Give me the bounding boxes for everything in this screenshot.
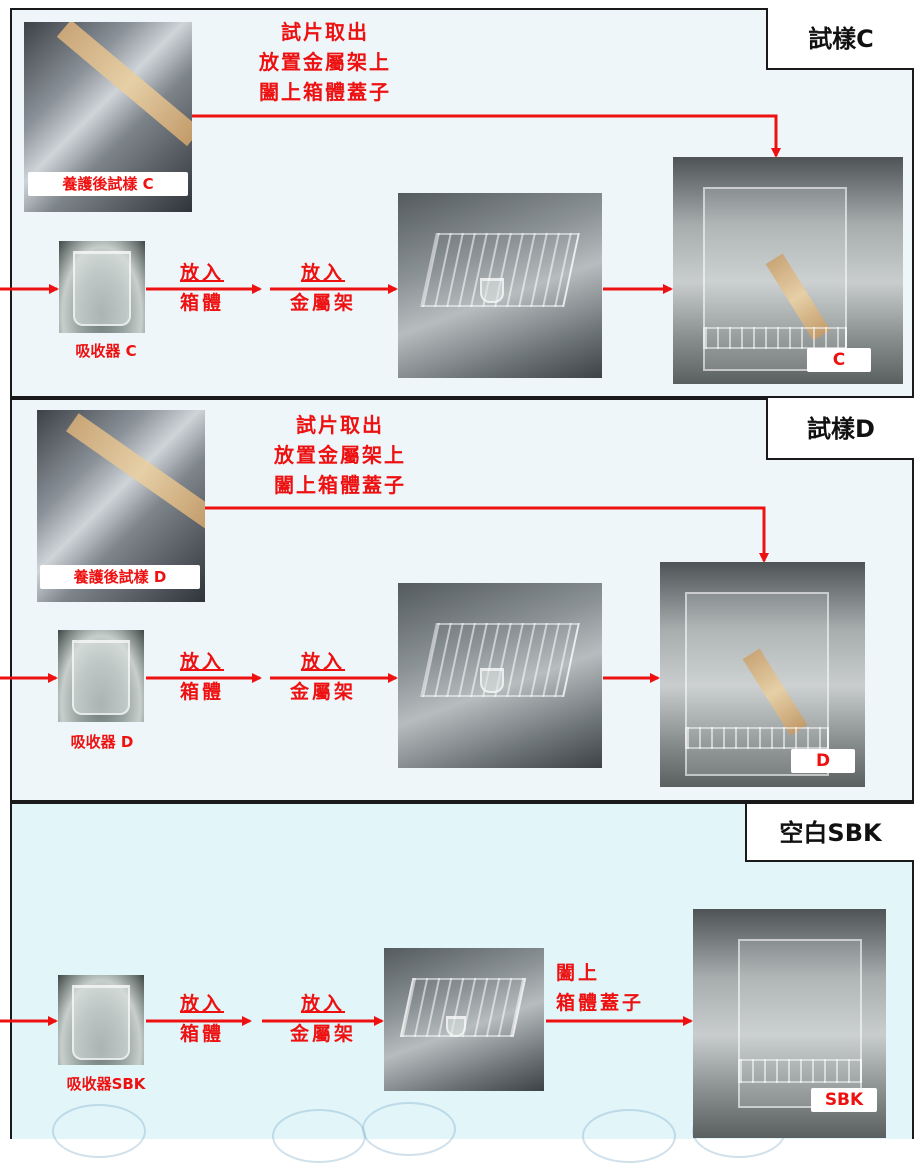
step-object: 金屬架 — [289, 292, 356, 314]
step-object: 箱體 — [179, 292, 224, 314]
cup-shape — [480, 668, 504, 693]
caption-absorber-d: 吸收器 D — [70, 733, 134, 751]
step-put-on-rack-c: 放入 金屬架 — [268, 258, 378, 318]
step-object: 金屬架 — [289, 681, 356, 703]
cup-shape — [72, 640, 130, 715]
panel-title-d: 試樣D — [766, 398, 914, 460]
cup-shape — [480, 278, 504, 303]
panel-title-sbk: 空白SBK — [745, 804, 914, 862]
panel-title-c: 試樣C — [766, 8, 914, 70]
result-tag-d: D — [791, 749, 855, 773]
result-tag-c: C — [807, 348, 871, 372]
step-object: 金屬架 — [289, 1023, 356, 1045]
instruction-line: 試片取出 — [281, 20, 369, 44]
step-close-lid-sbk: 闔上 箱體蓋子 — [556, 958, 676, 1018]
caption-absorber-sbk: 吸收器SBK — [66, 1075, 146, 1093]
cup-shape — [446, 1016, 466, 1037]
step-put-in-box-c: 放入 箱體 — [152, 258, 252, 318]
step-verb: 放入 — [300, 993, 345, 1015]
photo-absorber-c — [59, 241, 145, 333]
caption-absorber-c: 吸收器 C — [75, 342, 137, 360]
cup-shape — [73, 251, 131, 326]
photo-closed-box-d — [660, 562, 865, 787]
instruction-line: 闔上箱體蓋子 — [274, 473, 406, 497]
arrow-sample-to-box-d — [205, 506, 769, 563]
step-verb: 放入 — [179, 262, 224, 284]
step-object: 箱體蓋子 — [556, 992, 645, 1014]
step-put-in-box-sbk: 放入 箱體 — [152, 989, 252, 1049]
instruction-line: 試片取出 — [296, 413, 384, 437]
step-object: 箱體 — [179, 681, 224, 703]
step-verb: 放入 — [300, 262, 345, 284]
photo-metal-rack-box-d — [398, 583, 602, 768]
step-put-on-rack-sbk: 放入 金屬架 — [268, 989, 378, 1049]
instruction-line: 放置金屬架上 — [274, 443, 406, 467]
step-put-on-rack-d: 放入 金屬架 — [268, 647, 378, 707]
cup-shape — [72, 985, 130, 1060]
metal-rack-grid — [738, 1059, 862, 1083]
step-verb: 放入 — [179, 651, 224, 673]
result-tag-sbk: SBK — [811, 1088, 877, 1112]
photo-metal-rack-box-sbk — [384, 948, 544, 1091]
photo-closed-box-sbk — [693, 909, 886, 1138]
photo-closed-box-c — [673, 157, 903, 384]
step-verb: 放入 — [179, 993, 224, 1015]
instruction-text-c: 試片取出 放置金屬架上 闔上箱體蓋子 — [225, 17, 425, 107]
instruction-text-d: 試片取出 放置金屬架上 闔上箱體蓋子 — [240, 410, 440, 500]
caption-cured-sample-c: 養護後試樣 C — [28, 172, 188, 196]
photo-absorber-sbk — [58, 975, 144, 1065]
caption-cured-sample-d: 養護後試樣 D — [40, 565, 200, 589]
arrow-sample-to-box-c — [192, 114, 781, 158]
step-verb: 闔上 — [556, 962, 601, 984]
flow-arrows — [0, 114, 781, 1026]
photo-absorber-d — [58, 630, 144, 722]
step-put-in-box-d: 放入 箱體 — [152, 647, 252, 707]
instruction-line: 闔上箱體蓋子 — [259, 80, 391, 104]
step-object: 箱體 — [179, 1023, 224, 1045]
step-verb: 放入 — [300, 651, 345, 673]
metal-rack-grid — [685, 727, 829, 749]
metal-rack-grid — [703, 327, 847, 349]
photo-metal-rack-box-c — [398, 193, 602, 378]
instruction-line: 放置金屬架上 — [259, 50, 391, 74]
